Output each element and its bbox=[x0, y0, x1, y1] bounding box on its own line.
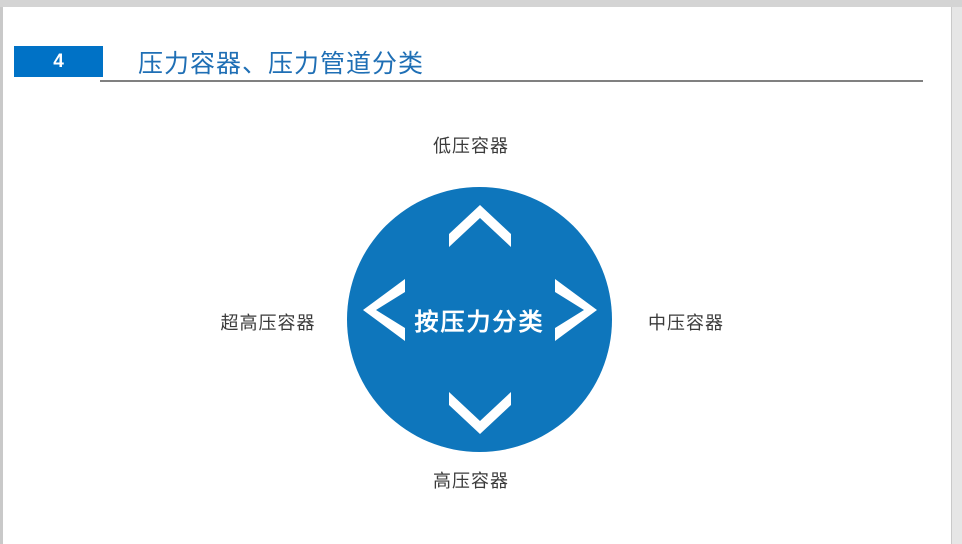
pressure-vessel-classification-diagram: 低压容器 超高压容器 中压容器 高压容器 按压力分类 bbox=[3, 87, 951, 544]
satellite-label-left: 超高压容器 bbox=[220, 313, 316, 333]
hub-label: 按压力分类 bbox=[414, 309, 545, 336]
satellite-label-right: 中压容器 bbox=[648, 313, 724, 333]
header-divider-rule bbox=[100, 80, 923, 82]
chevron-left-icon bbox=[363, 279, 405, 341]
slide-canvas: 4 压力容器、压力管道分类 低压容器 超高压容器 中压容器 高压容器 bbox=[3, 7, 951, 544]
satellite-label-top: 低压容器 bbox=[433, 136, 509, 156]
satellite-label-bottom: 高压容器 bbox=[433, 471, 509, 491]
chevron-right-icon bbox=[555, 279, 597, 341]
window-right-divider bbox=[951, 7, 952, 544]
window-top-border bbox=[0, 0, 962, 7]
slide-header: 4 压力容器、压力管道分类 bbox=[3, 7, 951, 87]
page-title: 压力容器、压力管道分类 bbox=[138, 49, 425, 78]
chevron-down-icon bbox=[449, 392, 511, 434]
window-right-border bbox=[952, 7, 962, 544]
window-left-border bbox=[0, 7, 3, 544]
chevron-up-icon bbox=[449, 205, 511, 247]
slide-number-text: 4 bbox=[53, 51, 64, 72]
slide-number-badge: 4 bbox=[14, 46, 103, 77]
